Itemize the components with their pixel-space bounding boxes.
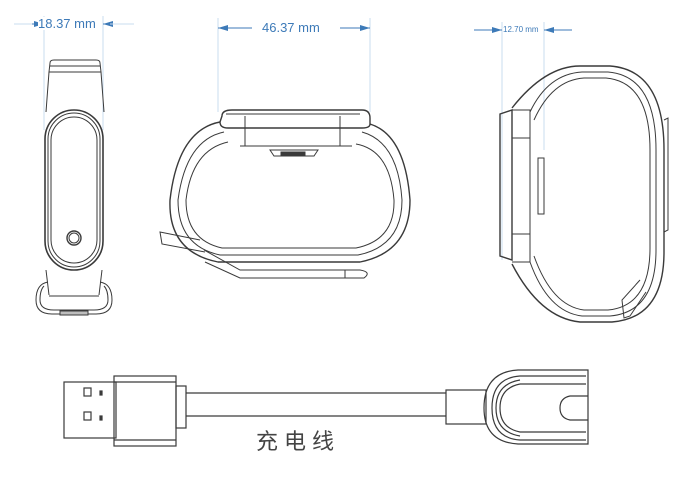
side-view (159, 18, 411, 279)
cable (186, 392, 446, 417)
cradle-clip (445, 369, 589, 445)
front-view (14, 16, 134, 316)
charging-cable (63, 369, 589, 447)
usb-plug (63, 375, 187, 447)
dimension-label-length: 46.37 mm (258, 21, 324, 34)
charging-cable-caption: 充电线 (256, 430, 341, 455)
dimension-label-thickness: 12.70 mm (503, 25, 539, 34)
dimension-label-width: 18.37 mm (38, 16, 96, 31)
edge-view (474, 22, 669, 323)
